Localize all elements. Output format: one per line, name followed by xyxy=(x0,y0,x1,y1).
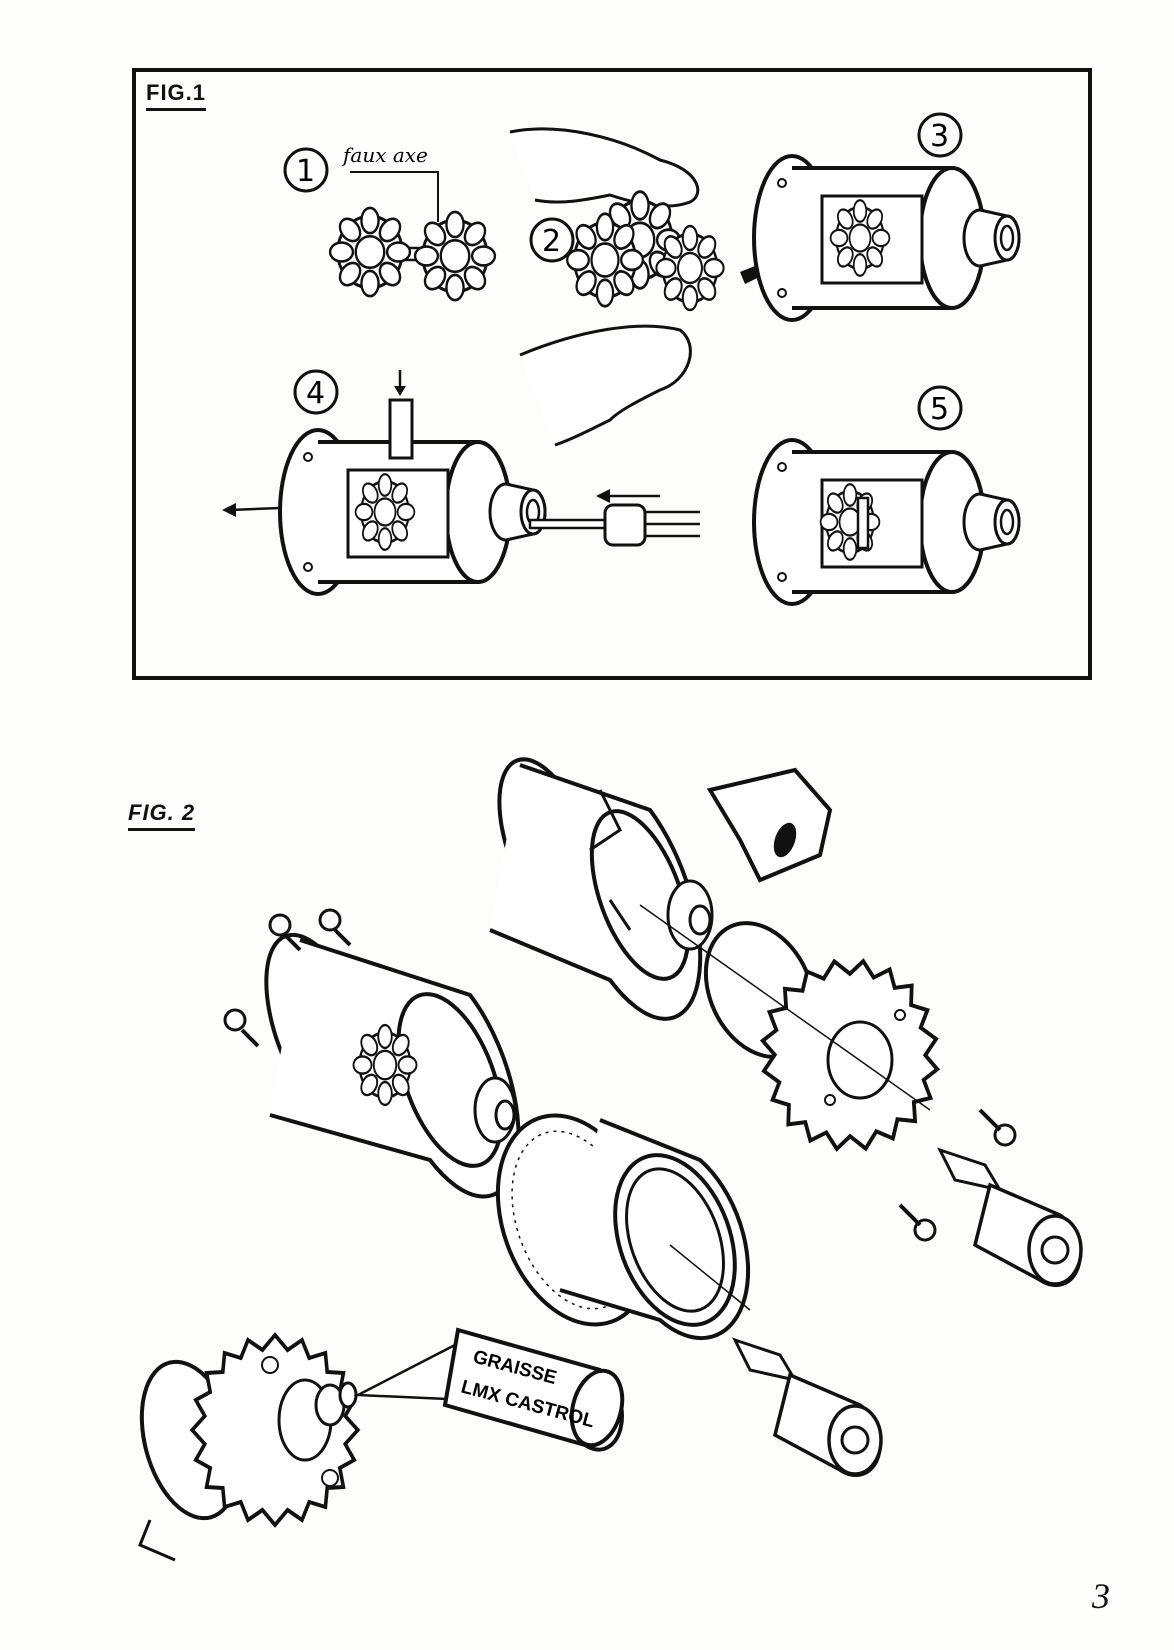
step-5-circle xyxy=(917,385,963,431)
diff-case-step5-icon xyxy=(752,438,1021,606)
left-arrow-icon xyxy=(222,503,236,517)
screw-right-top-icon xyxy=(978,1108,1017,1147)
step-5-group: 5 xyxy=(752,385,1021,606)
screw-left-3-icon xyxy=(223,1008,260,1048)
drive-cup-lower-icon xyxy=(732,1337,883,1478)
spur-gear-right-icon xyxy=(703,921,954,1167)
drive-cup-right-icon xyxy=(937,1147,1083,1288)
step-1-circle xyxy=(283,147,329,193)
step-1-group: 1 faux axe xyxy=(283,143,497,302)
diff-gears-step4-icon xyxy=(354,472,416,552)
bevel-ring-gear-icon xyxy=(495,1113,751,1341)
step-1-number: 1 xyxy=(296,154,315,189)
side-gear-right-icon xyxy=(413,210,497,302)
screw-right-bottom-icon xyxy=(898,1203,937,1242)
finger-top-icon xyxy=(509,127,700,208)
down-arrow-icon xyxy=(394,386,406,396)
pin-icon xyxy=(388,398,414,460)
case-upper-icon xyxy=(489,757,714,1021)
side-gear-left-icon xyxy=(328,206,412,298)
step-4-circle xyxy=(293,369,339,415)
gear-cluster-right-icon xyxy=(654,224,726,312)
hand-bottom-icon xyxy=(519,324,692,447)
mount-block-icon xyxy=(706,767,833,883)
push-arrow-icon xyxy=(596,489,610,503)
diff-gears-step3-icon xyxy=(829,198,891,278)
screw-left-2-icon xyxy=(318,908,352,947)
greased-gear-icon xyxy=(138,1333,360,1562)
gear-cluster-left-icon xyxy=(565,212,645,308)
grease-tube-icon: GRAISSE LMX CASTROL xyxy=(353,1327,625,1452)
diff-case-left-icon xyxy=(264,932,521,1199)
step-4-number: 4 xyxy=(306,376,325,411)
step-2-number: 2 xyxy=(542,224,561,259)
step-3-circle xyxy=(917,112,963,158)
step-3-number: 3 xyxy=(930,119,949,154)
step-4-group: 4 xyxy=(222,369,700,596)
figure-1-frame: FIG.1 xyxy=(132,68,1092,680)
faux-axe-callout: faux axe xyxy=(341,143,428,167)
step-2-circle xyxy=(529,217,575,263)
callout-leader-line xyxy=(350,171,439,222)
screwdriver-handle xyxy=(603,503,647,547)
installed-pin xyxy=(856,496,870,550)
page-number: 3 xyxy=(1092,1576,1110,1616)
step-3-group: 3 xyxy=(752,112,1021,322)
figure-1-label: FIG.1 xyxy=(146,80,207,111)
figure-2-label: FIG. 2 xyxy=(128,800,196,831)
diff-gears-step5-icon xyxy=(819,482,881,562)
screw-left-1-icon xyxy=(268,913,302,952)
step-5-number: 5 xyxy=(930,392,949,427)
